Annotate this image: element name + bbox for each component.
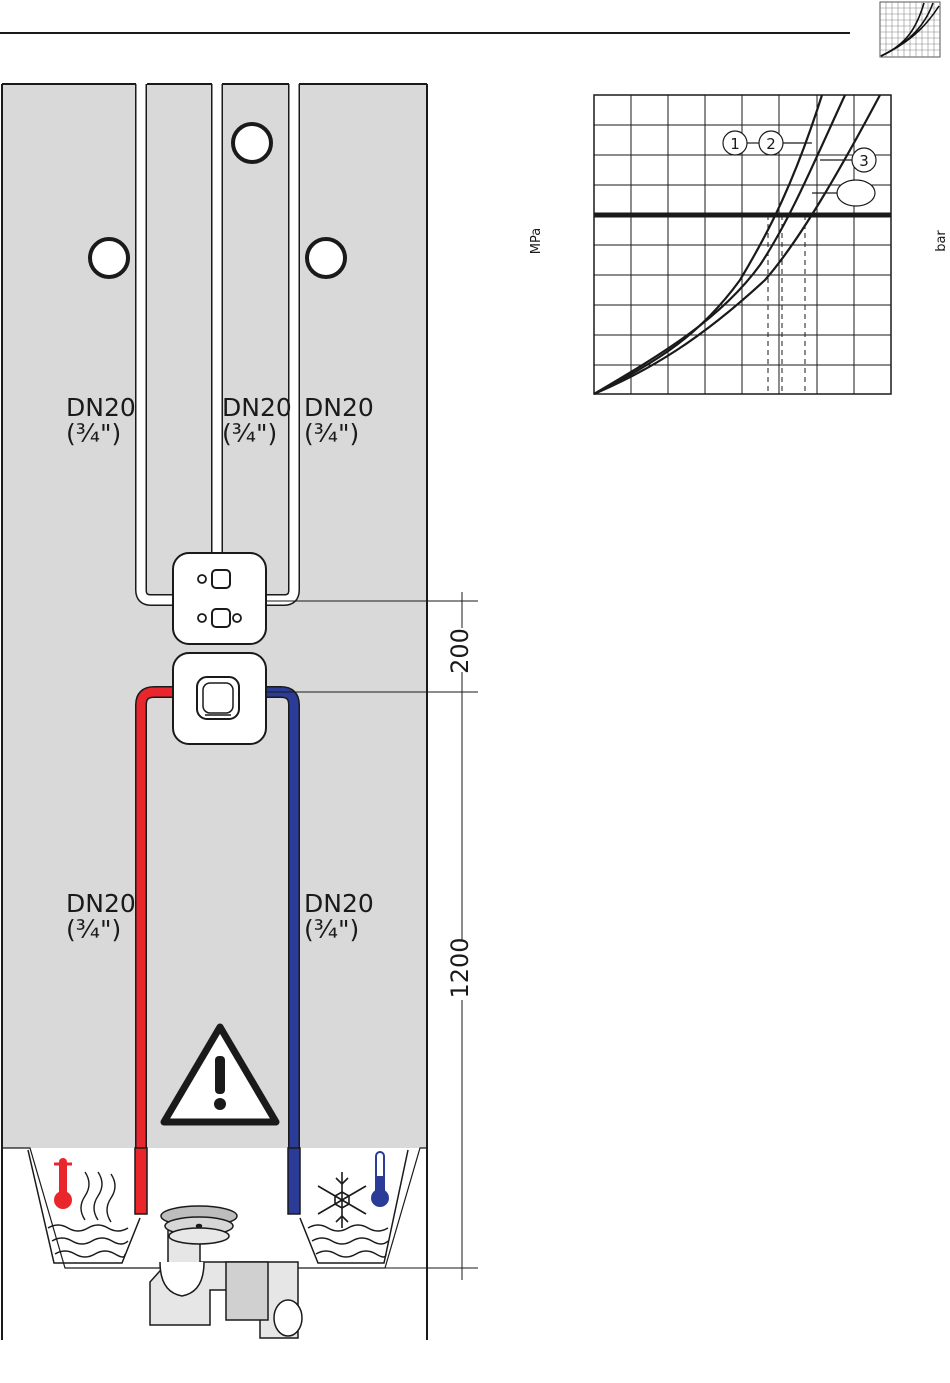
pipe-label-top-right: DN20 bbox=[304, 393, 374, 422]
pipe-label-top-left: DN20 bbox=[66, 393, 136, 422]
outlet-circle-middle bbox=[233, 124, 271, 162]
pipe-label-hot: DN20 bbox=[66, 889, 136, 918]
pipe-label-top-middle: DN20 bbox=[222, 393, 292, 422]
flow-chart-thumbnail-icon bbox=[880, 2, 940, 57]
outlet-circle-right bbox=[307, 239, 345, 277]
flow-pressure-chart: 1 2 3 MPa bar bbox=[529, 95, 949, 394]
callout-3-oval bbox=[837, 180, 875, 206]
dimension-1200: 1200 bbox=[446, 937, 474, 998]
pipe-size-top-left: (¾") bbox=[66, 419, 121, 448]
axis-unit-bar: bar bbox=[934, 230, 949, 252]
pipe-size-cold: (¾") bbox=[304, 915, 359, 944]
callout-3: 3 bbox=[859, 152, 869, 170]
callout-1: 1 bbox=[730, 135, 740, 153]
thermostat-mixer bbox=[173, 653, 266, 744]
pipe-size-top-right: (¾") bbox=[304, 419, 359, 448]
outlet-circle-left bbox=[90, 239, 128, 277]
callout-2: 2 bbox=[766, 135, 776, 153]
dimension-200: 200 bbox=[446, 628, 474, 674]
diverter-unit bbox=[173, 553, 266, 644]
pipe-size-hot: (¾") bbox=[66, 915, 121, 944]
bathtub bbox=[2, 1148, 427, 1340]
pipe-size-top-middle: (¾") bbox=[222, 419, 277, 448]
axis-unit-mpa: MPa bbox=[529, 228, 544, 254]
pipe-label-cold: DN20 bbox=[304, 889, 374, 918]
